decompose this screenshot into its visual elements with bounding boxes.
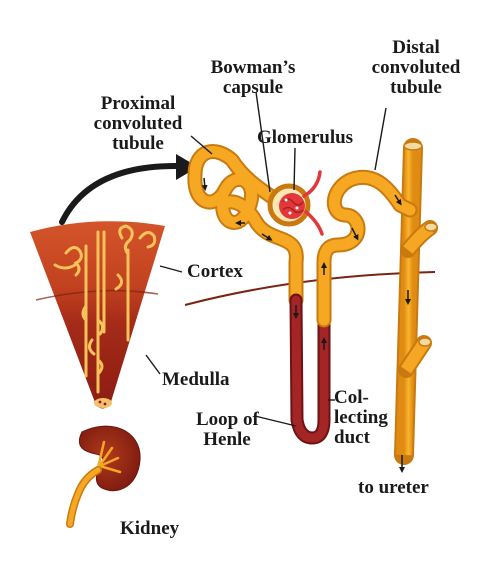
- label-medulla: Medulla: [162, 369, 230, 390]
- label-to-ureter: to ureter: [358, 477, 429, 498]
- label-collecting-duct: Col- lecting duct: [334, 387, 388, 448]
- kidney-icon: [66, 425, 141, 528]
- label-proximal-convoluted-tubule: Proximal convoluted tubule: [93, 93, 183, 154]
- label-bowmans-capsule: Bowman’s capsule: [210, 57, 296, 98]
- label-distal-convoluted-tubule: Distal convoluted tubule: [371, 37, 461, 98]
- nephron-tubule: [187, 144, 418, 445]
- bowmans-capsule-shape: [267, 170, 324, 236]
- label-kidney: Kidney: [120, 518, 180, 539]
- curved-arrow-icon: [59, 154, 198, 225]
- kidney-section-wedge: [30, 221, 165, 409]
- leader-lines: [145, 91, 387, 427]
- label-glomerulus: Glomerulus: [257, 127, 354, 148]
- label-cortex: Cortex: [187, 261, 243, 282]
- label-loop-of-henle: Loop of Henle: [196, 409, 259, 450]
- collecting-duct-tube: [394, 138, 438, 473]
- flow-direction-arrow-icon: [201, 177, 411, 350]
